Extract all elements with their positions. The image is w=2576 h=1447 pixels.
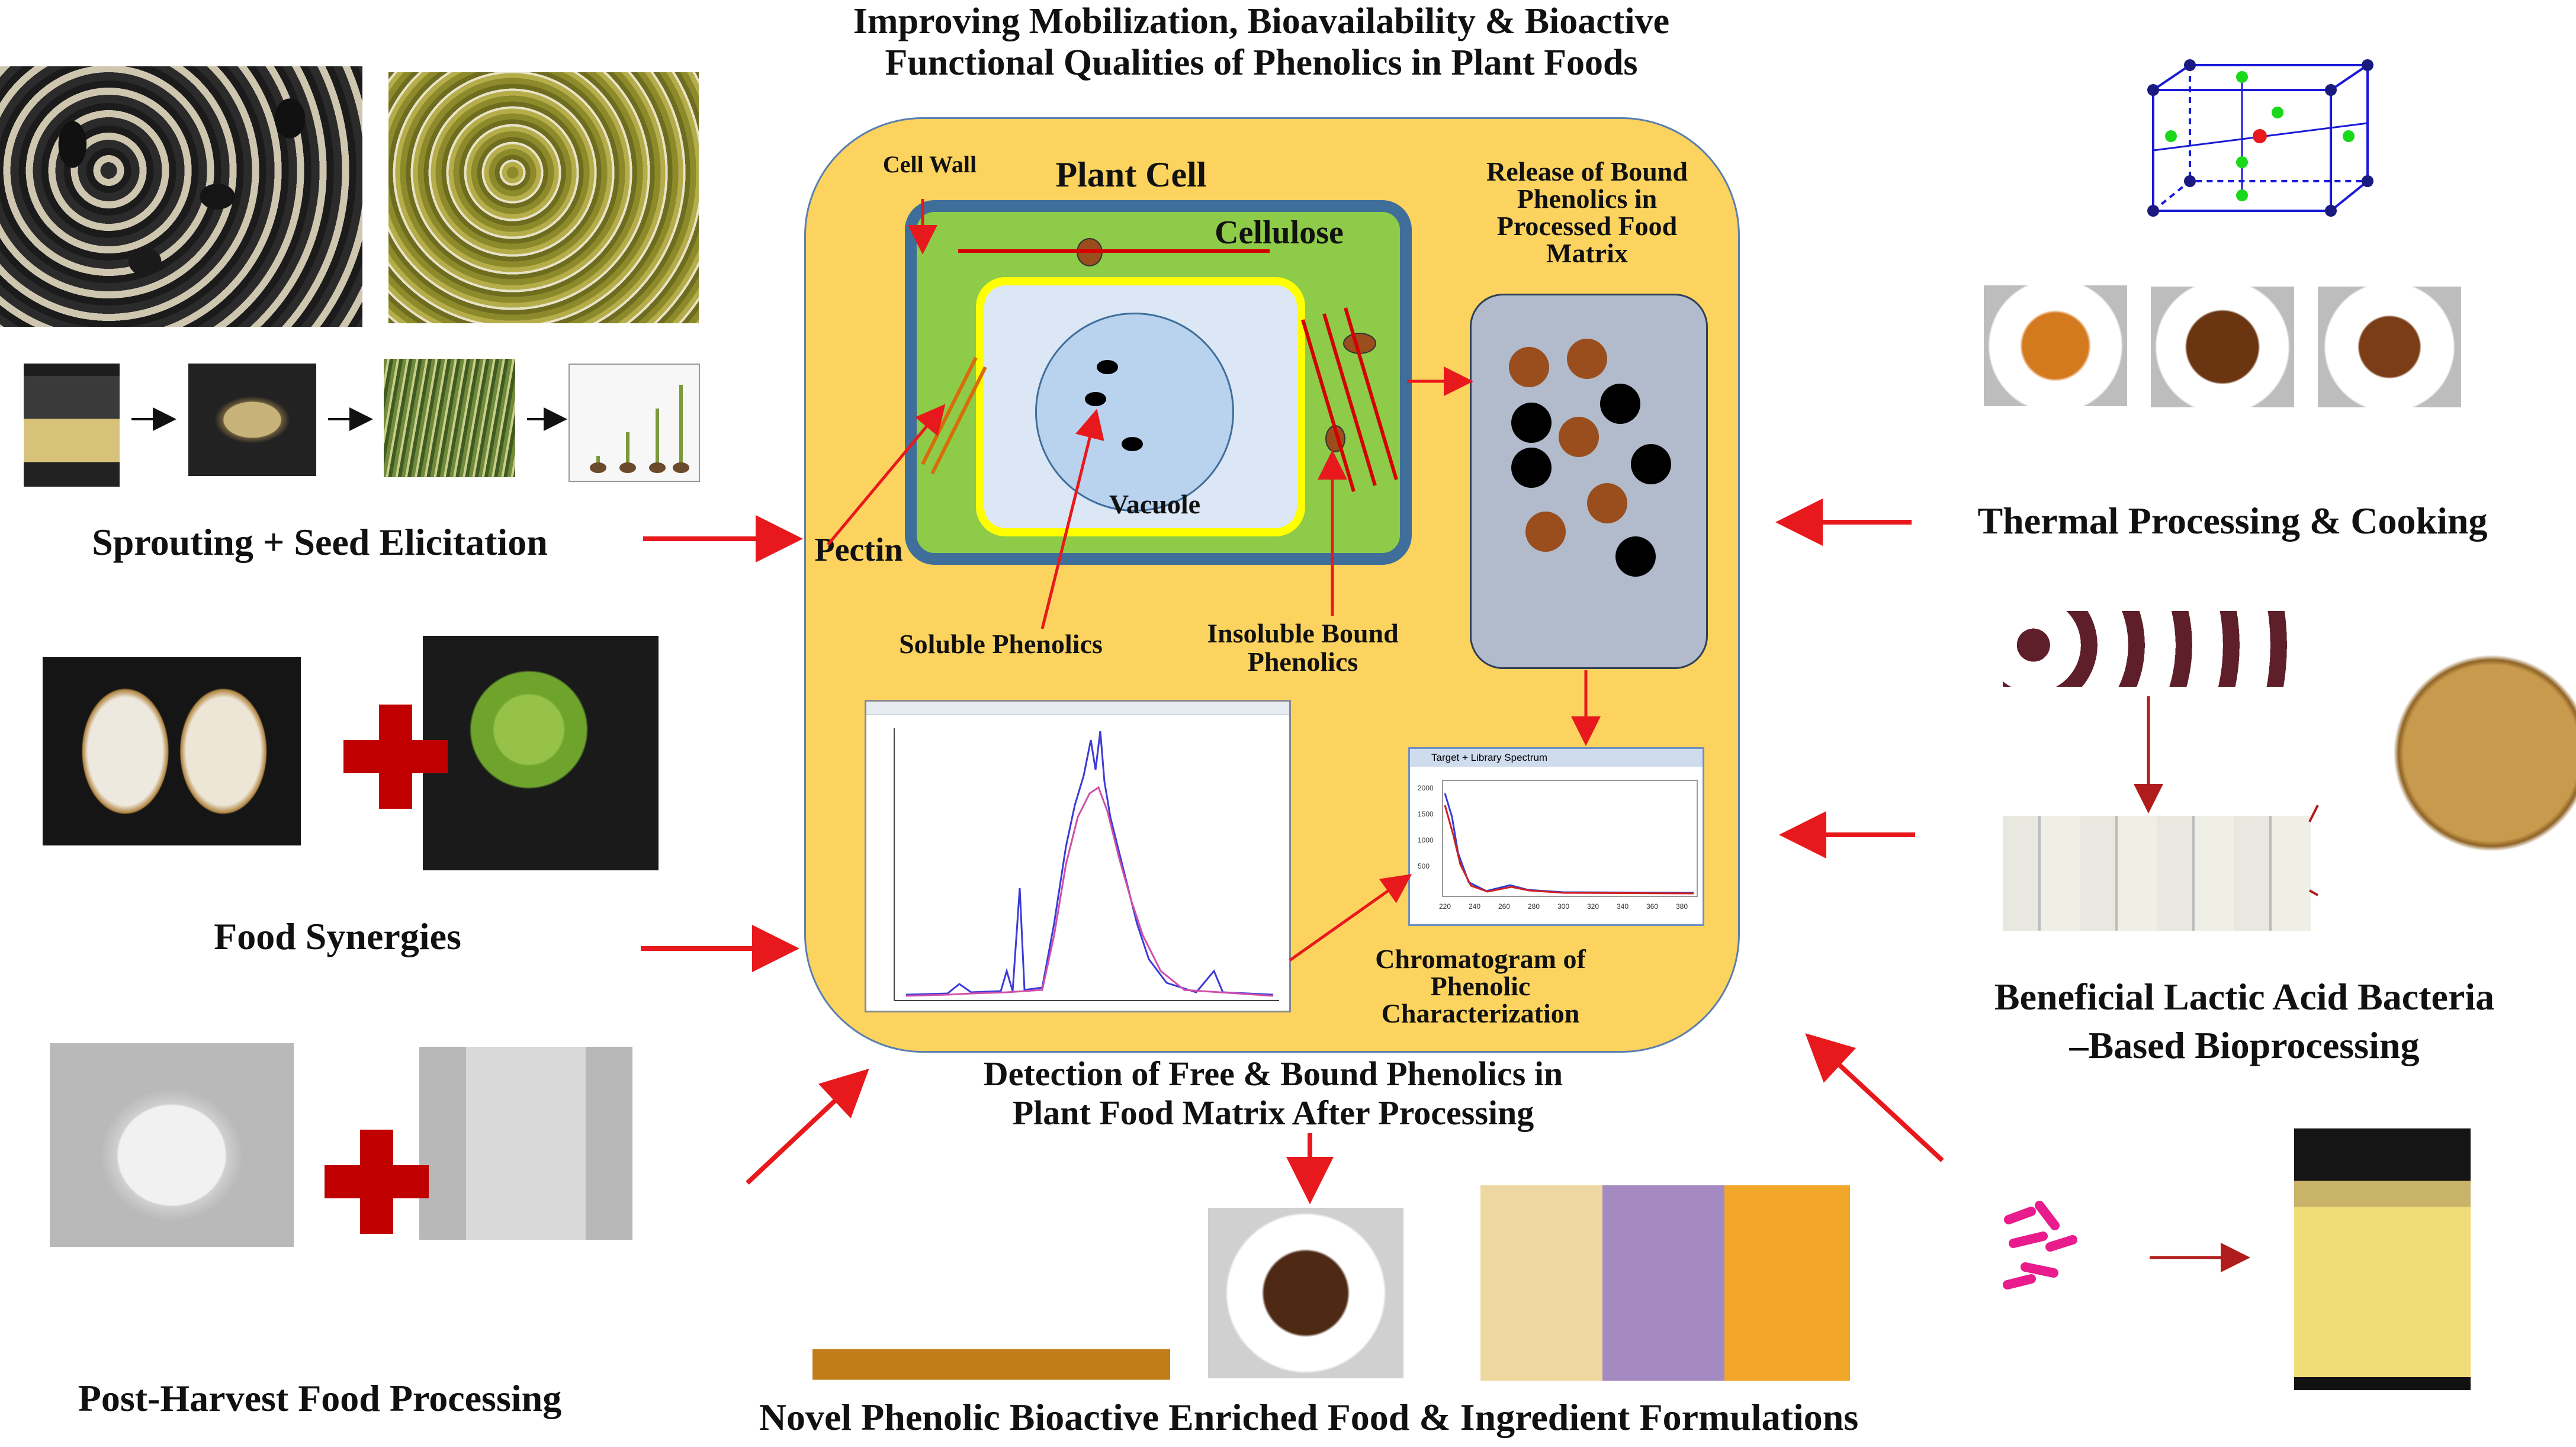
spectrum-title: Target + Library Spectrum [1410,749,1703,767]
pear-photo [43,657,301,845]
spectrum-x-tick: 260 [1498,902,1511,911]
spectrum-x-tick: 300 [1557,902,1570,911]
spectrum-y-ticks: 2000 1500 1000 500 [1418,784,1444,890]
pectin-label: Pectin [814,532,903,568]
chrom-to-spectrum-arrow [1289,874,1412,962]
lab-label-2: –Based Bioprocessing [2069,1024,2420,1066]
seedlings-drawing [590,385,689,473]
postharvest-label: Post-Harvest Food Processing [78,1377,562,1419]
black-seeds-photo [0,66,362,327]
jars-photo [1480,1185,1850,1381]
cooked-cubes-2-photo [2151,287,2294,407]
vacuole [1035,313,1234,512]
chromatogram-trace-blue [905,731,1274,996]
pectin-fiber-line [921,356,978,465]
phenolic-dot [1122,437,1143,451]
sprout-tray-photo [384,359,515,477]
pectin-pointer [827,404,946,546]
chromatogram-label-1: Chromatogram of [1375,944,1586,974]
grinder-photo [50,1043,294,1247]
cooked-cubes-3-photo [2318,287,2461,407]
roasted-seeds-photo [1208,1208,1403,1378]
detection-label-2: Plant Food Matrix After Processing [1012,1094,1534,1132]
lab-label-1: Beneficial Lactic Acid Bacteria [1994,976,2495,1018]
soluble-phenolics-label: Soluble Phenolics [899,629,1103,659]
fermented-flask-photo [2294,1128,2471,1390]
cell-wall-fiber-line [1344,307,1398,480]
cell-wall-fiber-line [1301,319,1356,492]
sprouting-label: Sprouting + Seed Elicitation [92,521,548,563]
seedling-pot-photo [423,636,659,870]
insoluble-phenolics-label-1: Insoluble Bound [1207,618,1399,648]
title-line-2: Functional Qualities of Phenolics in Pla… [885,43,1638,83]
blender-photo [419,1047,632,1240]
vacuole-label: Vacuole [1109,489,1201,519]
plant-cell-label: Plant Cell [1055,155,1207,194]
petri-link-line [2308,805,2319,822]
chromatogram-trace-pink [905,786,1274,997]
release-label-3: Processed Food [1496,211,1678,241]
phenolic-dot [1085,392,1106,406]
red-plus-icon [343,705,448,809]
detection-label-1: Detection of Free & Bound Phenolics in [983,1054,1563,1093]
food-synergies-label: Food Synergies [214,915,461,957]
petri-link-line [2309,889,2318,896]
spectrum-y-tick: 1000 [1418,836,1434,844]
cooked-cubes-1-photo [1984,285,2127,406]
spectrum-x-tick: 280 [1528,902,1540,911]
soluble-pointer [1040,409,1104,629]
cube-lattice-icon [2147,59,2373,217]
spectrum-x-tick: 220 [1439,902,1451,911]
spectrum-x-tick: 240 [1469,902,1481,911]
release-label-4: Matrix [1546,238,1628,268]
chromatogram-window [865,700,1291,1012]
spectrum-x-tick: 340 [1617,902,1629,911]
cellulose-label: Cellulose [1215,214,1344,251]
spectrum-plot-area [1442,780,1698,897]
spectrum-x-tick: 360 [1646,902,1659,911]
release-label-2: Phenolics in [1517,184,1658,214]
chromatogram-label-2: Phenolic [1430,971,1531,1001]
fermented-to-panel-arrow [1805,1033,1944,1162]
cell-wall-fiber-line [1322,313,1377,486]
fermentation-flasks-photo [2003,816,2311,931]
spectrum-x-tick: 380 [1676,902,1688,911]
cell-wall-label: Cell Wall [882,151,977,178]
red-plus-icon [325,1130,429,1234]
flask-photo [24,364,120,487]
title-line-1: Improving Mobilization, Bioavailability … [853,1,1670,41]
phenolic-dot [1097,360,1118,374]
seed-dish-photo [188,364,316,476]
colored-flasks-photo [812,1198,1170,1420]
chromatogram-label-3: Characterization [1381,998,1580,1028]
spectrum-y-tick: 2000 [1418,784,1434,792]
insoluble-phenolics-label-2: Phenolics [1247,647,1358,677]
seedlings-photo [568,364,700,482]
bacteria-icon [2003,1201,2077,1290]
spectrum-x-tick: 320 [1587,902,1599,911]
spectrum-y-tick: 500 [1418,862,1430,870]
petri-dish-photo [2365,641,2576,866]
release-label-1: Release of Bound [1486,156,1688,186]
pectin-fiber-line [930,366,987,475]
mung-sprouts-photo [388,72,699,323]
novel-formulations-label: Novel Phenolic Bioactive Enriched Food &… [759,1396,1859,1438]
spectrum-x-ticks: 220 240 260 280 300 320 340 360 380 [1439,902,1700,914]
postharvest-arrow [746,1069,869,1185]
matrix-phenolic-dots [1509,339,1671,577]
thermal-label: Thermal Processing & Cooking [1977,500,2488,542]
dark-fruits-photo [2003,611,2310,687]
spectrum-y-tick: 1500 [1418,810,1434,818]
spectrum-trace-red [1444,805,1694,895]
